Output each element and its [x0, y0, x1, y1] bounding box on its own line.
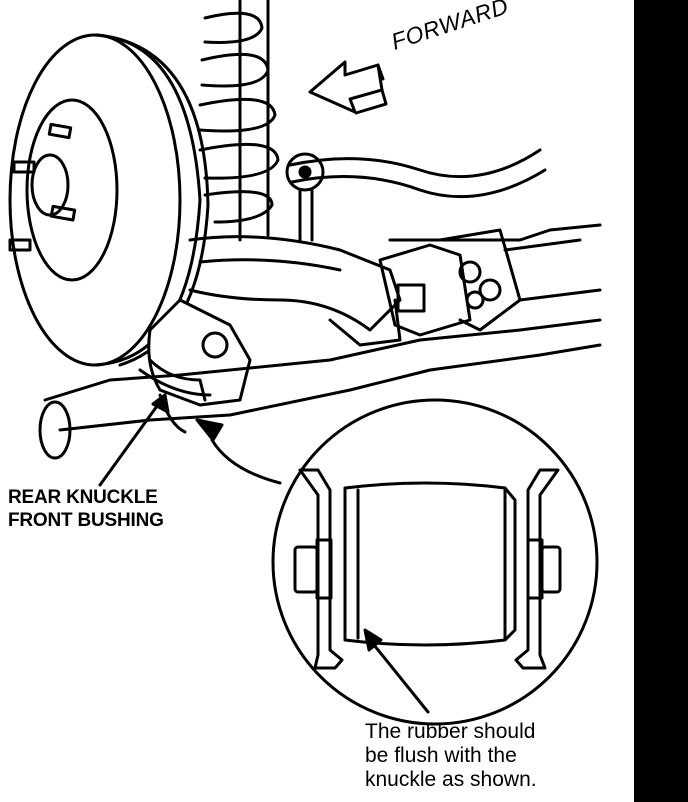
- suspension-arm: [190, 225, 600, 345]
- rear-knuckle: [140, 300, 250, 405]
- label-arrowhead: [153, 395, 168, 412]
- part-label-line-1: REAR KNUCKLE: [8, 487, 158, 508]
- stabilizer-bar: [287, 150, 545, 240]
- page-edge-bar: [634, 0, 688, 802]
- part-label-line-2: FRONT BUSHING: [8, 510, 164, 531]
- note-arrowhead: [365, 630, 381, 650]
- wheel-studs: [10, 124, 75, 250]
- note-line-1: The rubber should: [365, 720, 536, 743]
- note-line-2: be flush with the: [365, 744, 517, 767]
- forward-arrow-icon: [310, 62, 386, 113]
- pointer-arrow-icon: [197, 420, 222, 440]
- zoom-pointer-line: [212, 440, 280, 483]
- coil-spring: [200, 0, 278, 240]
- label-leader-line: [100, 395, 165, 485]
- note-line-3: knuckle as shown.: [365, 768, 537, 791]
- note-leader-line: [370, 640, 428, 712]
- bushing-detail-circle: [273, 400, 597, 724]
